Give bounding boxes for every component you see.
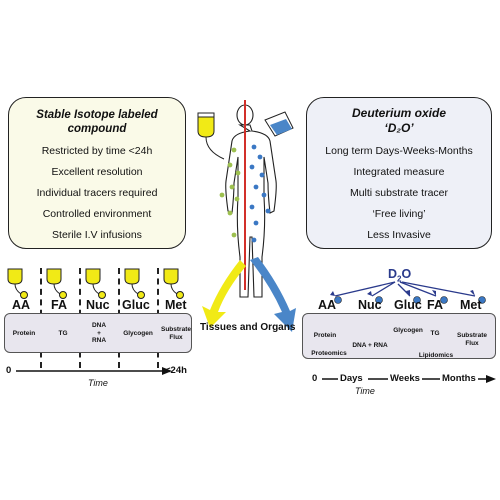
stable-isotope-title: Stable Isotope labeled compound: [9, 108, 185, 136]
drink-cup-icon: [264, 111, 294, 137]
right-timeline-months: Months: [442, 373, 476, 384]
blue-arrow: [250, 257, 296, 332]
stable-isotope-item: Restricted by time <24h: [41, 145, 153, 157]
iv-bag-icon: [197, 112, 225, 160]
left-label-gluc: Gluc: [122, 298, 150, 312]
right-time-caption: Time: [355, 386, 375, 396]
deuterium-oxide-title: Deuterium oxide ‘D₂O’: [307, 106, 491, 136]
left-product-substrate-flux: Substrate Flux: [161, 326, 191, 341]
right-product-protein: Protein: [313, 332, 337, 339]
left-products-strip: [4, 313, 192, 353]
right-label-nuc: Nuc: [358, 298, 382, 312]
left-product-glycogen: Glycogen: [123, 330, 153, 337]
right-product-substrate-flux: Substrate Flux: [457, 332, 487, 347]
right-timeline-days: Days: [340, 373, 363, 384]
deuterium-oxide-title-line1: Deuterium oxide: [351, 106, 447, 120]
tracer-dots: [219, 144, 271, 243]
left-timeline-start: 0: [6, 365, 12, 376]
yellow-arrow: [202, 260, 246, 328]
d2o-sub: 2: [397, 274, 402, 284]
right-product-lipidomics: Lipidomics: [418, 352, 454, 359]
left-label-fa: FA: [51, 298, 67, 312]
d2o-label: D2O: [388, 267, 411, 284]
iv-bag-icon: [7, 268, 28, 299]
right-timeline-0: 0: [312, 373, 318, 384]
right-label-aa: AA: [318, 298, 337, 312]
left-product-tg: TG: [58, 330, 68, 337]
iv-bag-icon: [163, 268, 184, 299]
iv-bag-icon: [46, 268, 67, 299]
stable-isotope-item: Controlled environment: [42, 208, 152, 220]
stable-isotope-item: Individual tracers required: [36, 187, 158, 199]
left-product-dna-rna: DNA + RNA: [91, 322, 107, 344]
right-product-glycogen: Glycogen: [393, 327, 423, 334]
right-label-met: Met: [460, 298, 482, 312]
molecule-dots: [334, 296, 486, 304]
left-label-nuc: Nuc: [86, 298, 110, 312]
iv-bag-icon: [124, 268, 145, 299]
right-timeline-arrow: [322, 375, 496, 383]
deuterium-oxide-box: Deuterium oxide ‘D₂O’ Long term Days-Wee…: [306, 97, 492, 249]
stable-isotope-box: Stable Isotope labeled compound Restrict…: [8, 97, 186, 249]
left-timeline-arrow: [16, 367, 172, 375]
right-product-tg: TG: [430, 330, 440, 337]
deuterium-item: ‘Free living’: [372, 208, 426, 220]
d2o-d: D: [388, 267, 398, 281]
stable-isotope-title-line1: Stable Isotope labeled: [36, 109, 158, 121]
human-figure-illustration: [197, 100, 296, 332]
right-timeline-weeks: Weeks: [390, 373, 420, 384]
iv-bags-row: [7, 268, 184, 299]
left-product-protein: Protein: [12, 330, 36, 337]
deuterium-item: Long term Days-Weeks-Months: [325, 145, 473, 157]
right-product-proteomics: Proteomics: [311, 350, 347, 357]
tissues-organs-caption: Tissues and Organs: [200, 322, 296, 333]
left-timeline-end: <24h: [165, 365, 187, 376]
iv-bag-icon: [85, 268, 106, 299]
deuterium-item: Multi substrate tracer: [349, 187, 449, 199]
right-label-gluc: Gluc: [394, 298, 422, 312]
deuterium-item: Integrated measure: [353, 166, 445, 178]
stable-isotope-title-line2: compound: [67, 123, 127, 135]
deuterium-item: Less Invasive: [367, 229, 431, 241]
stable-isotope-item: Sterile I.V infusions: [52, 229, 142, 241]
deuterium-oxide-title-line2: ‘D₂O’: [384, 121, 414, 135]
left-label-aa: AA: [12, 298, 31, 312]
body-outline: [225, 104, 277, 298]
left-label-met: Met: [165, 298, 187, 312]
left-time-caption: Time: [88, 378, 108, 388]
right-products-strip: [302, 313, 496, 359]
d2o-o: O: [401, 267, 412, 281]
stable-isotope-item: Excellent resolution: [51, 166, 143, 178]
right-product-dna-rna: DNA + RNA: [352, 342, 388, 349]
right-label-fa: FA: [427, 298, 443, 312]
